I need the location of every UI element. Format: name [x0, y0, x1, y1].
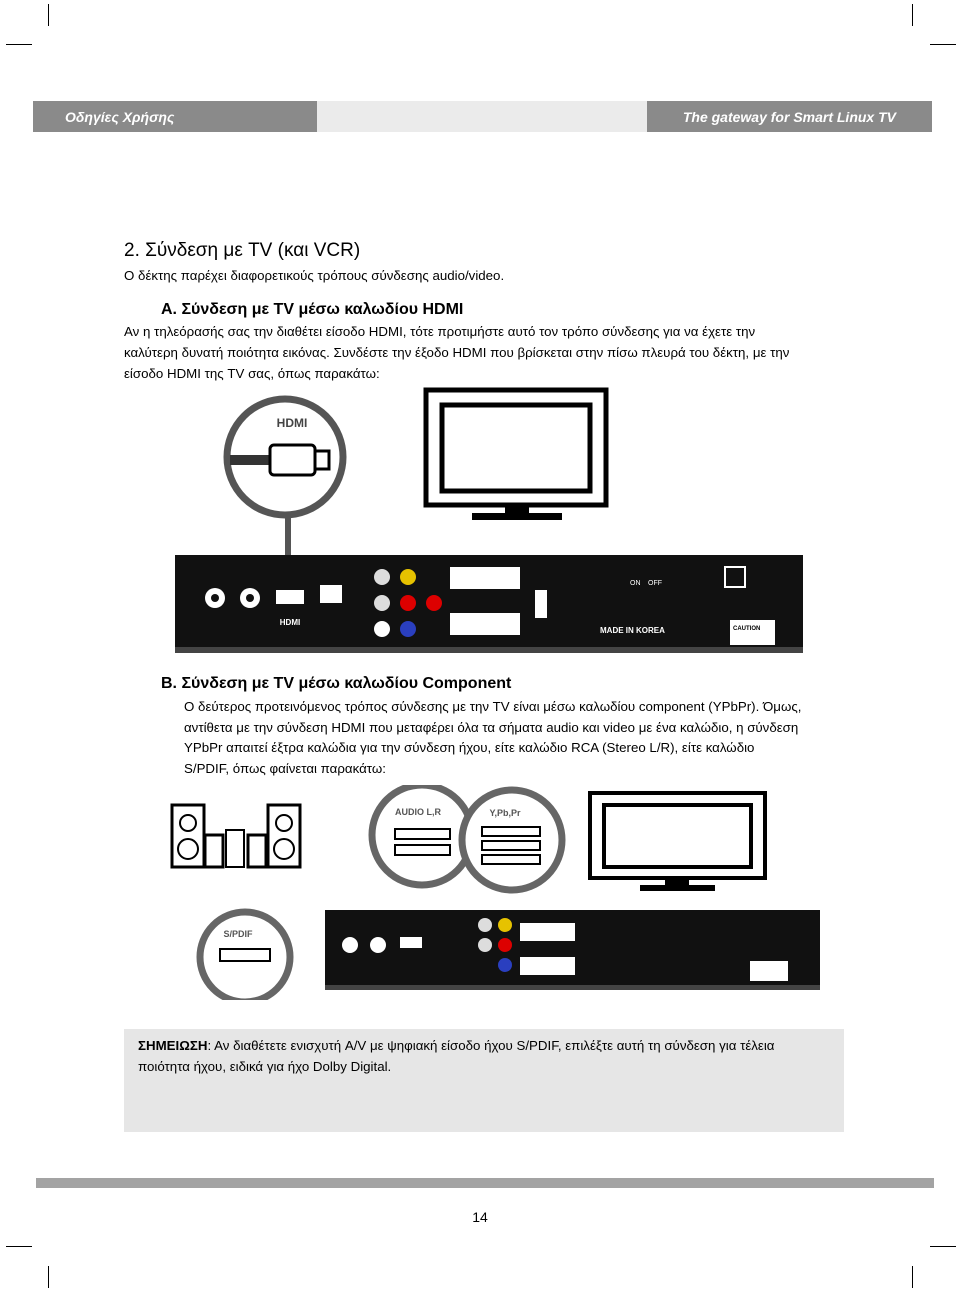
receiver-made-in: MADE IN KOREA	[600, 626, 665, 635]
page-number: 14	[472, 1209, 488, 1225]
crop-mark	[930, 44, 956, 45]
hdmi-line-1: Αν η τηλεόρασής σας την διαθέτει είσοδο …	[124, 324, 756, 339]
component-line-2: αντίθετα με την σύνδεση HDMI που μεταφέρ…	[184, 720, 799, 735]
tv-icon	[423, 387, 609, 520]
receiver-rear-panel	[325, 910, 820, 990]
receiver-off: OFF	[648, 580, 662, 587]
header-title-right: The gateway for Smart Linux TV	[647, 101, 932, 132]
audio-cable-callout: AUDIO L,R	[368, 785, 476, 889]
component-line-1: Ο δεύτερος προτεινόμενος τρόπος σύνδεσης…	[184, 699, 802, 714]
crop-mark	[6, 1246, 32, 1247]
note-text: : Αν διαθέτετε ενισχυτή A/V με ψηφιακή ε…	[138, 1038, 775, 1074]
crop-mark	[912, 4, 913, 26]
tv-icon	[588, 791, 767, 891]
hdmi-line-2: καλύτερη δυνατή ποιότητα εικόνας. Συνδέσ…	[124, 345, 790, 360]
hdmi-heading: Α. Σύνδεση με TV μέσω καλωδίου HDMI	[161, 301, 464, 318]
component-line-4: S/PDIF, όπως φαίνεται παρακάτω:	[184, 761, 386, 776]
footer-bar	[36, 1178, 934, 1188]
receiver-caution: CAUTION	[733, 626, 760, 632]
hdmi-connection-diagram: HDMI HDMI MADE IN KOREA ON OFF CAUTION	[175, 387, 803, 653]
component-connection-diagram: AUDIO L,R Y,Pb,Pr S/PDIF	[170, 785, 820, 1000]
crop-mark	[48, 4, 49, 26]
spdif-cable-callout: S/PDIF	[196, 908, 294, 1000]
spdif-label: S/PDIF	[223, 929, 253, 939]
video-label: Y,Pb,Pr	[489, 808, 521, 818]
amplifier-speakers-icon	[170, 803, 302, 869]
note-box: ΣΗΜΕΙΩΣΗ: Αν διαθέτετε ενισχυτή A/V με ψ…	[124, 1029, 844, 1132]
component-line-3: YPbPr απαιτεί έξτρα καλώδια για την σύνδ…	[184, 740, 755, 755]
header-title-left: Οδηγίες Χρήσης	[33, 101, 317, 132]
crop-mark	[912, 1266, 913, 1288]
header-spacer	[317, 101, 647, 132]
receiver-hdmi-label: HDMI	[280, 618, 300, 627]
crop-mark	[6, 44, 32, 45]
hdmi-line-3: είσοδο HDMI της TV σας, όπως παρακάτω:	[124, 366, 380, 381]
section-title: 2. Σύνδεση με TV (και VCR)	[124, 240, 361, 261]
crop-mark	[48, 1266, 49, 1288]
hdmi-cable-label: HDMI	[277, 416, 308, 430]
video-cable-callout: Y,Pb,Pr	[458, 786, 566, 894]
receiver-rear-panel: HDMI MADE IN KOREA ON OFF CAUTION	[175, 555, 803, 653]
component-heading: Β. Σύνδεση με TV μέσω καλωδίου Component	[161, 675, 512, 692]
hdmi-cable-callout: HDMI	[223, 395, 347, 519]
audio-label: AUDIO L,R	[395, 807, 441, 817]
receiver-on: ON	[630, 580, 641, 587]
note-label: ΣΗΜΕΙΩΣΗ	[138, 1038, 208, 1053]
section-intro: Ο δέκτης παρέχει διαφορετικούς τρόπους σ…	[124, 268, 505, 283]
crop-mark	[930, 1246, 956, 1247]
